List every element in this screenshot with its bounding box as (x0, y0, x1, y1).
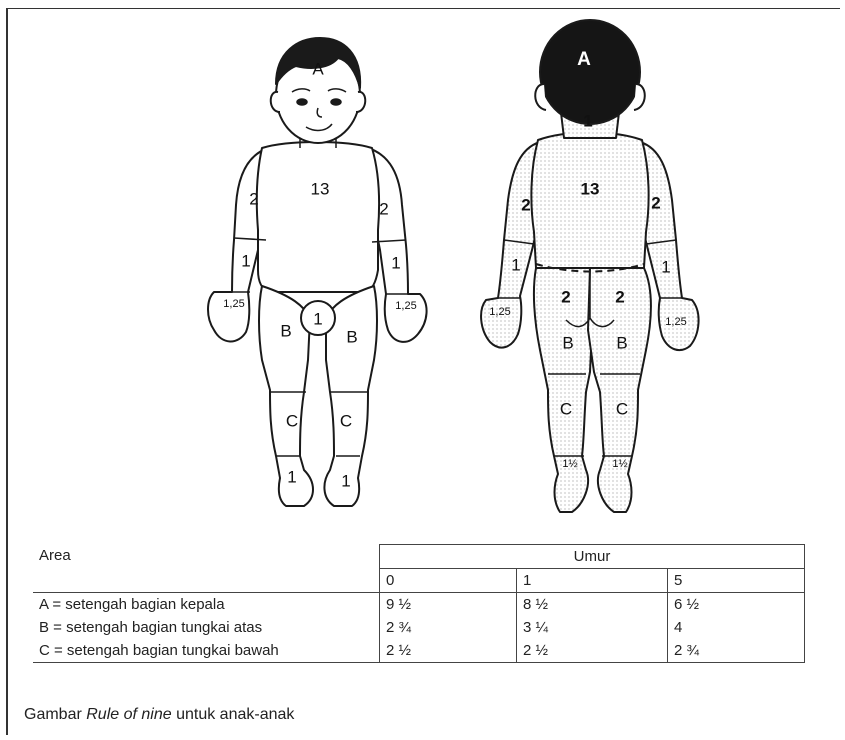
front-label-upper-arm-right: 2 (379, 199, 388, 218)
age-cell: 5 (668, 569, 805, 593)
caption-title: Rule of nine (86, 706, 171, 723)
back-label-lower-leg-left: C (560, 399, 572, 418)
back-label-lower-leg-right: C (616, 399, 628, 418)
front-label-forearm-left: 1 (241, 251, 250, 270)
value-cell: 2 ½ (380, 639, 517, 663)
front-label-foot-left: 1 (287, 467, 296, 486)
caption-prefix: Gambar (24, 706, 82, 723)
value-cell: 9 ½ (380, 593, 517, 617)
age-cell: 0 (380, 569, 517, 593)
value-cell: 3 ¼ (517, 616, 668, 639)
front-label-genital: 1 (313, 309, 322, 328)
back-label-trunk: 13 (581, 179, 600, 198)
umur-header: Umur (380, 545, 805, 569)
table-row: C = setengah bagian tungkai bawah 2 ½ 2 … (33, 639, 805, 663)
front-label-upper-arm-left: 2 (249, 189, 258, 208)
back-label-forearm-right: 1 (661, 257, 670, 276)
table-row: B = setengah bagian tungkai atas 2 ¾ 3 ¼… (33, 616, 805, 639)
back-trunk (531, 133, 648, 269)
area-label: C = setengah bagian tungkai bawah (33, 639, 380, 663)
front-label-thigh-left: B (280, 321, 291, 340)
front-label-lower-leg-left: C (286, 411, 298, 430)
back-label-buttock-left: 2 (561, 287, 570, 306)
front-label-hand-left: 1,25 (223, 298, 244, 310)
value-cell: 2 ½ (517, 639, 668, 663)
value-cell: 8 ½ (517, 593, 668, 617)
table-header-row: Area Umur (33, 545, 805, 569)
figure-caption: Gambar Rule of nine untuk anak-anak (24, 706, 294, 724)
back-label-thigh-left: B (562, 333, 573, 352)
front-label-forearm-right: 1 (391, 253, 400, 272)
front-label-thigh-right: B (346, 327, 357, 346)
value-cell: 2 ¾ (380, 616, 517, 639)
back-label-neck: 1 (583, 111, 592, 130)
front-label-foot-right: 1 (341, 471, 350, 490)
value-cell: 4 (668, 616, 805, 639)
back-label-foot-left: 1½ (562, 458, 577, 470)
value-cell: 2 ¾ (668, 639, 805, 663)
back-label-foot-right: 1½ (612, 458, 627, 470)
area-label: B = setengah bagian tungkai atas (33, 616, 380, 639)
area-label: A = setengah bagian kepala (33, 593, 380, 617)
caption-suffix: untuk anak-anak (176, 706, 294, 723)
back-label-upper-arm-left: 2 (521, 195, 530, 214)
back-label-head: A (577, 49, 591, 70)
age-cell: 1 (517, 569, 668, 593)
back-label-thigh-right: B (616, 333, 627, 352)
rule-of-nine-figure: A 13 2 2 1 1 1,25 1,25 1 B B C C 1 1 A 1… (0, 0, 845, 540)
back-head (540, 20, 640, 124)
table-row: A = setengah bagian kepala 9 ½ 8 ½ 6 ½ (33, 593, 805, 617)
front-label-head: A (312, 59, 324, 78)
rule-of-nine-table: Area Umur 0 1 5 A = setengah bagian kepa… (33, 544, 805, 663)
front-label-lower-leg-right: C (340, 411, 352, 430)
back-label-buttock-right: 2 (615, 287, 624, 306)
back-label-upper-arm-right: 2 (651, 193, 660, 212)
value-cell: 6 ½ (668, 593, 805, 617)
back-label-forearm-left: 1 (511, 255, 520, 274)
front-label-trunk: 13 (311, 179, 330, 198)
back-label-hand-right: 1,25 (665, 316, 686, 328)
back-label-hand-left: 1,25 (489, 306, 510, 318)
front-label-hand-right: 1,25 (395, 300, 416, 312)
front-trunk (257, 142, 379, 292)
area-header: Area (33, 545, 380, 593)
